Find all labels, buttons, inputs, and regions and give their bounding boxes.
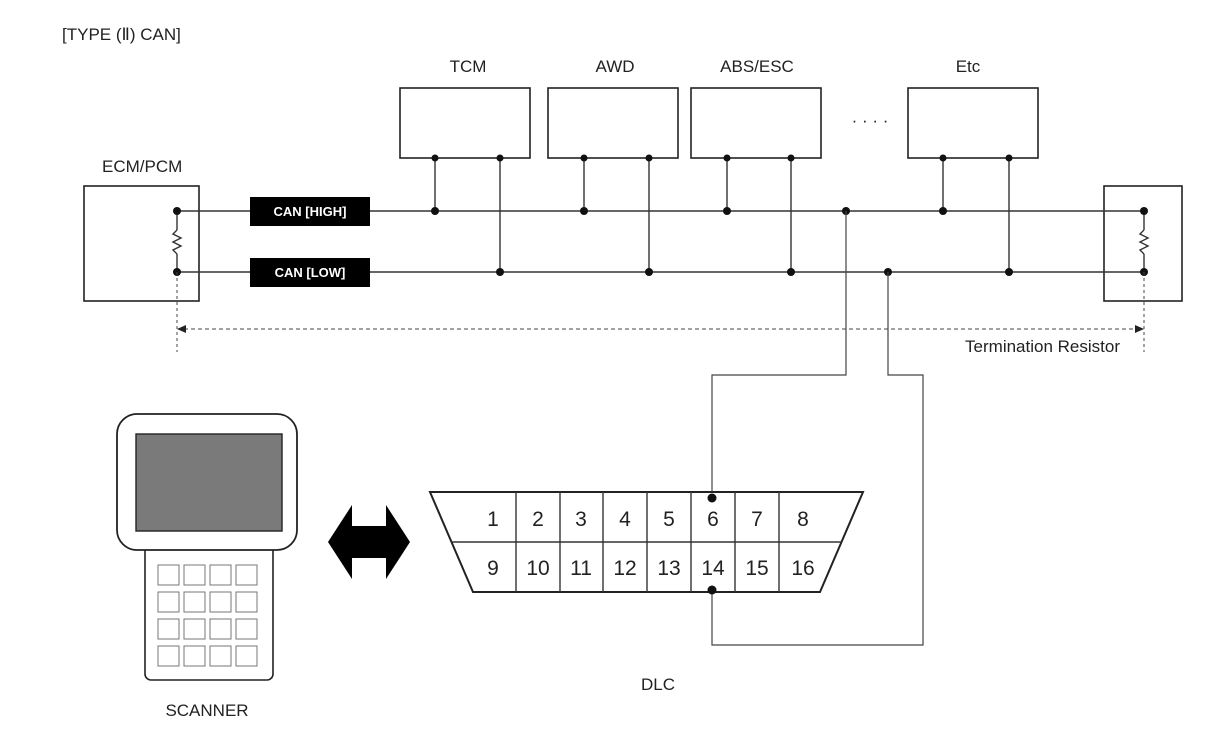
dlc-pin-6-junction [707, 493, 717, 503]
dlc-pin-16: 16 [791, 557, 814, 580]
dlc-pin-2: 2 [532, 508, 544, 531]
dlc-pin-9: 9 [487, 557, 499, 580]
module-label-etc: Etc [956, 57, 981, 76]
dlc-pin-8: 8 [797, 508, 809, 531]
can-high-label: CAN [HIGH] [274, 204, 347, 219]
dlc-pin-10: 10 [526, 557, 549, 580]
module-box-awd [547, 87, 679, 159]
module-connections [434, 158, 1010, 272]
diagram-title: [TYPE (Ⅱ) CAN] [62, 25, 181, 44]
junction-dots [173, 154, 1148, 276]
dlc-pin-12: 12 [613, 557, 636, 580]
ecm-label: ECM/PCM [102, 157, 182, 176]
more-modules-ellipsis: · · · · [852, 111, 889, 130]
module-label-abs-esc: ABS/ESC [720, 57, 794, 76]
scanner-device-icon[interactable] [116, 413, 298, 681]
dlc-pin-4: 4 [619, 508, 631, 531]
double-arrow-icon [328, 505, 410, 579]
termination-resistor-label: Termination Resistor [965, 337, 1120, 356]
dlc-pin-13: 13 [657, 557, 680, 580]
dlc-pin-1: 1 [487, 508, 499, 531]
module-label-awd: AWD [595, 57, 634, 76]
can-low-to-dlc-wire [711, 272, 924, 646]
can-high-to-dlc-wire [711, 211, 847, 498]
can-low-tag [250, 258, 370, 287]
module-box-etc [907, 87, 1039, 159]
dlc-connector[interactable]: 1 2 3 4 5 6 7 8 9 10 11 12 13 14 15 16 [428, 491, 865, 595]
module-label-tcm: TCM [450, 57, 487, 76]
dlc-pin-6: 6 [707, 508, 719, 531]
dlc-pin-11: 11 [570, 557, 592, 580]
dlc-pin-14: 14 [701, 557, 725, 580]
dlc-pin-3: 3 [575, 508, 587, 531]
scanner-screen [135, 433, 283, 532]
dlc-pin-15: 15 [745, 557, 768, 580]
dlc-pin-5: 5 [663, 508, 675, 531]
can-low-label: CAN [LOW] [275, 265, 346, 280]
scanner-keypad [157, 564, 258, 667]
ecm-pcm-box [83, 185, 200, 302]
dlc-label: DLC [641, 675, 675, 694]
can-high-tag [250, 197, 370, 226]
dlc-pin-14-junction [707, 585, 717, 595]
dlc-pin-7: 7 [751, 508, 763, 531]
module-box-tcm [399, 87, 531, 159]
module-box-abs-esc [690, 87, 822, 159]
termination-span [176, 272, 1145, 352]
scanner-label: SCANNER [165, 701, 248, 720]
